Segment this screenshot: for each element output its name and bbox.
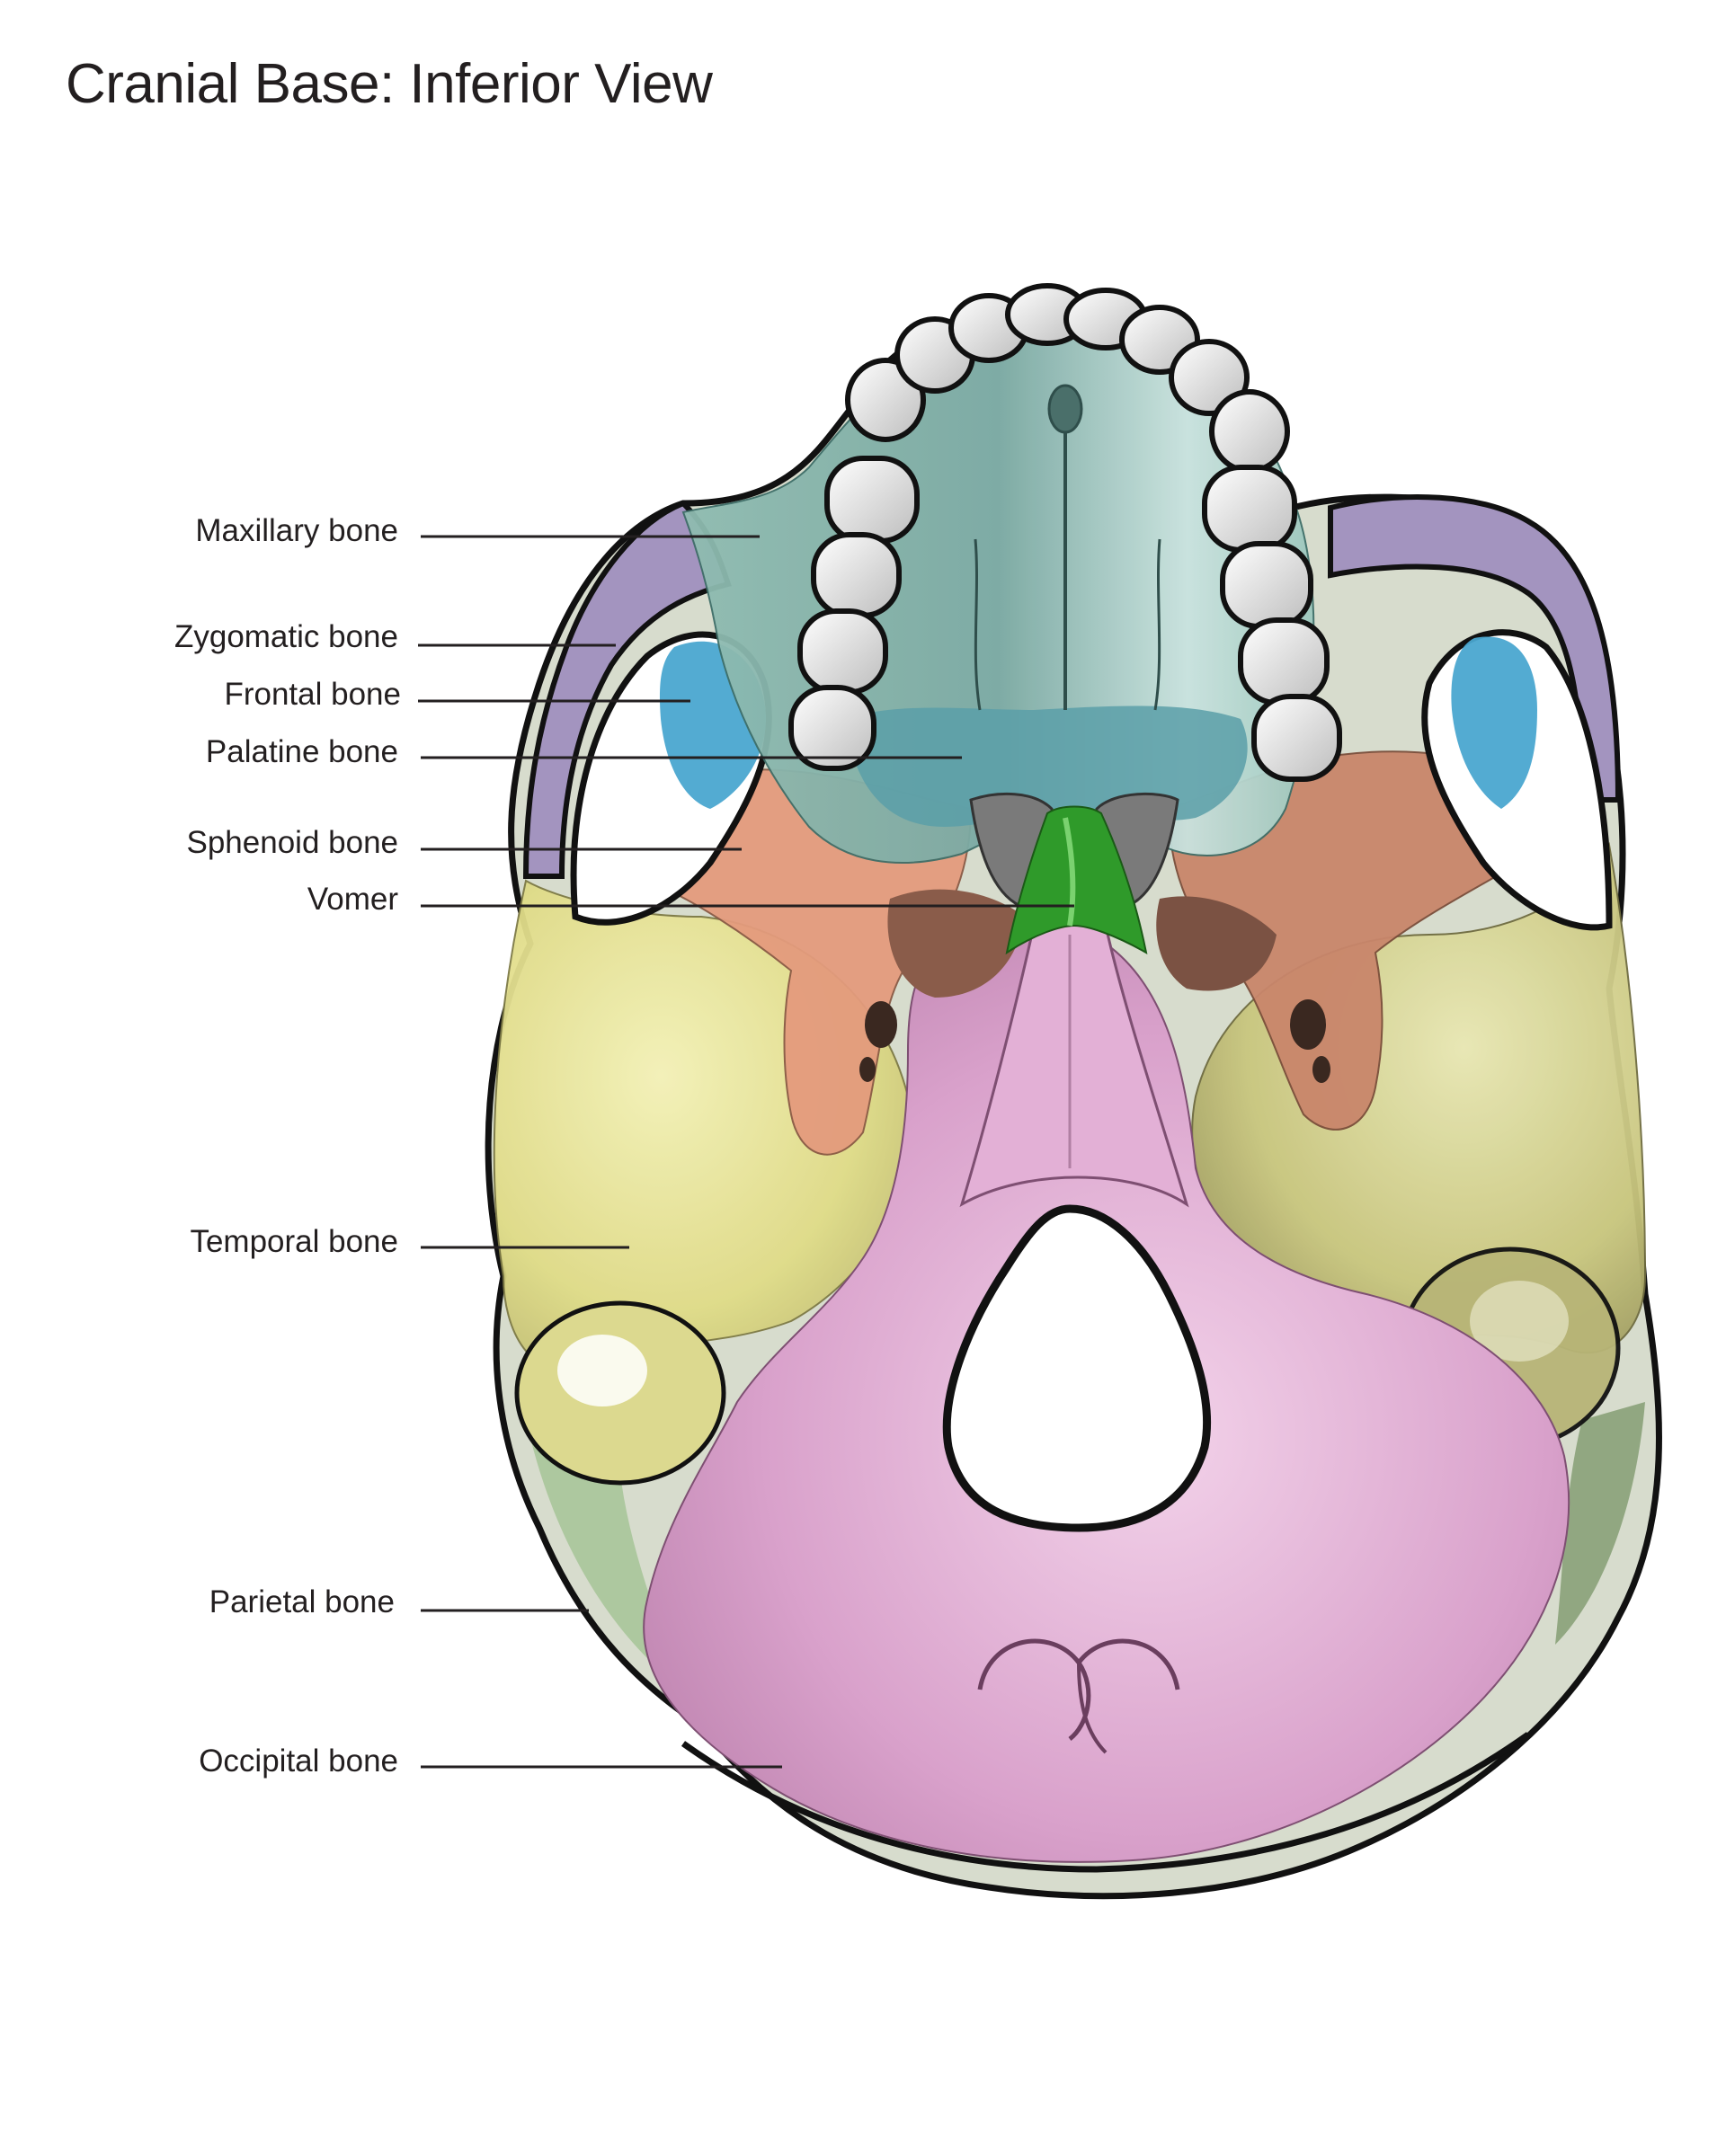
skull-illustration <box>0 0 1726 2156</box>
